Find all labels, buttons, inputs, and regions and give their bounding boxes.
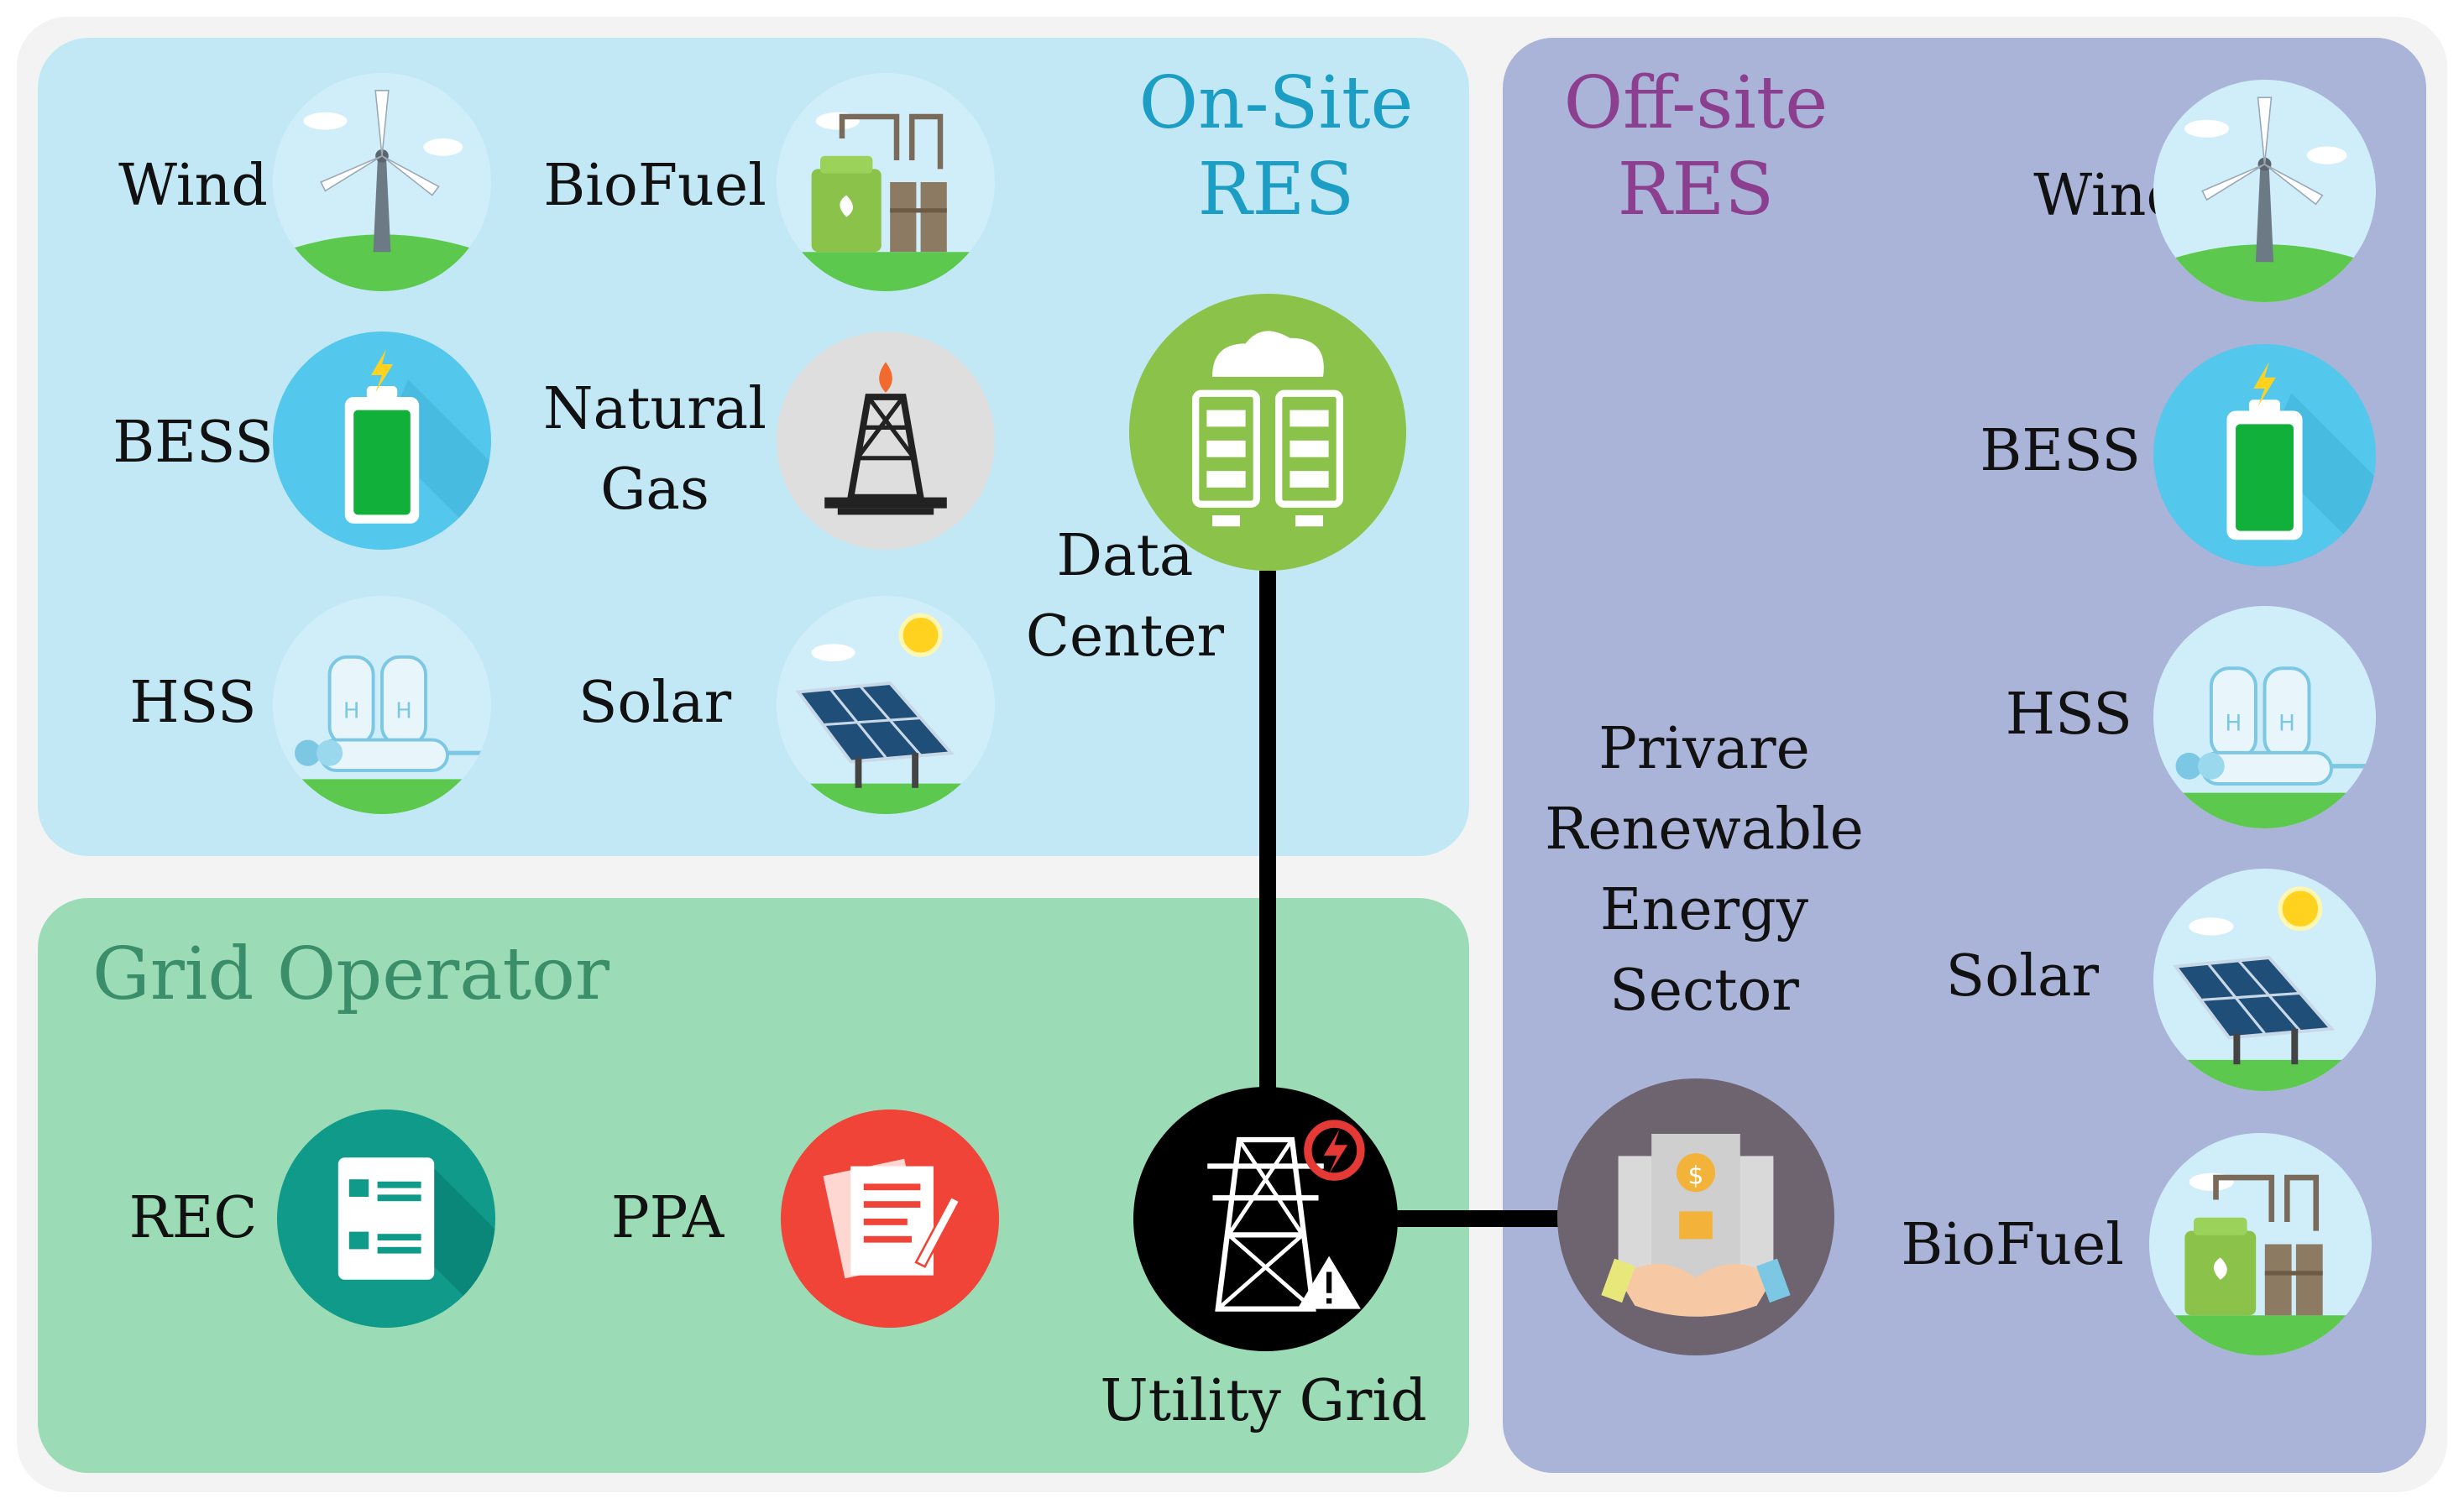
onsite-bess-label: BESS bbox=[112, 410, 274, 476]
biofuel-plant-icon bbox=[777, 73, 995, 291]
private-renewable-sector-label: Privare Renewable Energy Sector bbox=[1545, 716, 1864, 1024]
offsite-biofuel-label: BioFuel bbox=[1901, 1212, 2124, 1278]
offsite-solar-label: Solar bbox=[1945, 943, 2099, 1010]
biofuel-plant-icon bbox=[2149, 1133, 2372, 1355]
rec-label: REC bbox=[128, 1185, 258, 1251]
datacenter-grid-connection bbox=[1259, 571, 1276, 1091]
onsite-solar-label: Solar bbox=[578, 670, 732, 736]
wind-turbine-icon bbox=[2153, 80, 2376, 302]
solar-panel-icon bbox=[2153, 869, 2376, 1091]
onsite-biofuel-label: BioFuel bbox=[543, 153, 766, 219]
gas-rig-icon bbox=[777, 332, 995, 550]
onsite-hss-label: HSS bbox=[129, 670, 257, 736]
battery-icon bbox=[273, 332, 491, 550]
checklist-icon bbox=[277, 1110, 495, 1328]
hydrogen-storage-icon bbox=[2153, 606, 2376, 828]
solar-panel-icon bbox=[777, 596, 995, 814]
grid-operator-title: Grid Operator bbox=[92, 932, 609, 1016]
hydrogen-storage-icon bbox=[273, 596, 491, 814]
contract-icon bbox=[781, 1110, 999, 1328]
ppa-label: PPA bbox=[610, 1185, 725, 1251]
wind-turbine-icon bbox=[273, 73, 491, 291]
handshake-building-icon bbox=[1557, 1078, 1834, 1355]
offsite-wind-label: Wind bbox=[2033, 163, 2183, 229]
utility-grid-label: Utility Grid bbox=[1100, 1368, 1427, 1434]
offsite-bess-label: BESS bbox=[1980, 418, 2141, 484]
battery-icon bbox=[2153, 344, 2376, 567]
grid-sector-connection bbox=[1394, 1210, 1562, 1227]
onsite-wind-label: Wind bbox=[118, 153, 268, 219]
offsite-hss-label: HSS bbox=[2005, 681, 2132, 748]
transmission-tower-icon bbox=[1133, 1087, 1398, 1351]
